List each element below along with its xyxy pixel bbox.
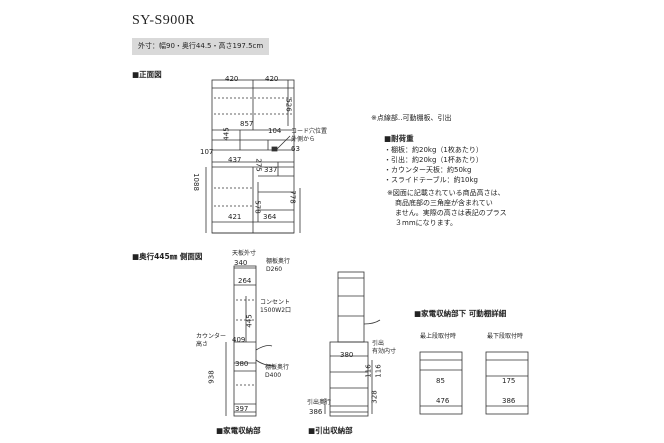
dim-104: 104 xyxy=(268,127,282,135)
dim-409: 409 xyxy=(232,336,246,344)
side-caption: ■家電収納部 xyxy=(216,426,261,435)
dim-437: 437 xyxy=(228,156,242,164)
dim-107: 107 xyxy=(200,148,214,156)
dim-side-445: 445 xyxy=(245,314,254,328)
dim-total-width: 857 xyxy=(240,120,254,128)
drawer-dim-116a: 116 xyxy=(364,364,373,378)
dimensions-bar: 外寸：幅90・奥行44.5・高さ197.5cm xyxy=(132,38,269,55)
counter-sub: 高さ xyxy=(196,341,209,348)
shelf-left-476: 476 xyxy=(436,397,450,405)
shelf-depth-value: D260 xyxy=(266,266,283,273)
shelf-right-175: 175 xyxy=(502,377,516,385)
shelf-left-label: 最上段取付時 xyxy=(420,333,457,340)
cord-label-line1: コード穴位置 xyxy=(291,128,328,135)
caution-line: 商品底部の三角座が含まれてい xyxy=(395,199,493,207)
dim-top-right: 420 xyxy=(265,75,279,83)
model-title: SY-S900R xyxy=(132,13,196,28)
load-item: ・引出：約20kg（1杯あたり） xyxy=(384,156,483,164)
caution-line: ません。実際の高さは表記のプラス xyxy=(395,209,507,217)
shelf-detail-heading: ■家電収納部下 可動棚詳細 xyxy=(414,309,507,318)
dim-top-height: 526 xyxy=(284,98,293,112)
counter-label: カウンター xyxy=(196,333,227,340)
top-ext-label: 天板外寸 xyxy=(232,250,257,257)
dim-778: 778 xyxy=(288,190,297,204)
dim-364: 364 xyxy=(263,213,277,221)
dim-421: 421 xyxy=(228,213,242,221)
dim-1088: 1088 xyxy=(191,173,200,191)
dim-445: 445 xyxy=(222,127,231,141)
dim-top-left: 420 xyxy=(225,75,239,83)
dim-578: 578 xyxy=(253,200,262,214)
lower-depth-value: D400 xyxy=(265,372,282,379)
outlet-label: コンセント xyxy=(260,299,291,306)
load-heading: ■耐荷重 xyxy=(384,134,414,143)
cord-label-line2: 外側から xyxy=(291,136,316,143)
shelf-depth-label: 棚板奥行 xyxy=(266,258,291,265)
dim-938: 938 xyxy=(207,370,216,384)
shelf-detail-left-outline xyxy=(419,351,463,415)
shelf-left-85: 85 xyxy=(436,377,445,385)
drawer-dim-116b: 116 xyxy=(374,364,383,378)
shelf-right-label: 最下段取付時 xyxy=(487,333,524,340)
drawer-inner-label: 引出 xyxy=(372,340,385,347)
caution-line: ３mmになります。 xyxy=(395,219,457,227)
dim-337: 337 xyxy=(264,166,278,174)
shelf-right-386: 386 xyxy=(502,397,516,405)
drawer-depth-value: 386 xyxy=(309,408,323,416)
side-cabinet-outline xyxy=(233,265,257,417)
load-item: ・カウンター天板：約50kg xyxy=(384,166,472,174)
cord-value: 63 xyxy=(291,145,300,153)
lower-depth-label: 棚板奥行 xyxy=(265,364,290,371)
front-view-heading: ■正面図 xyxy=(132,70,162,79)
shelf-detail-right-outline xyxy=(485,351,529,415)
caution-line: ※図面に記載されている商品高さは、 xyxy=(387,189,505,197)
side-view-heading: ■奥行445㎜ 側面図 xyxy=(132,252,203,261)
drawer-caption: ■引出収納部 xyxy=(308,426,353,435)
dim-264: 264 xyxy=(238,277,252,285)
load-item: ・スライドテーブル：約10kg xyxy=(384,176,478,184)
dim-380: 380 xyxy=(235,360,249,368)
dim-275: 275 xyxy=(254,158,263,172)
drawer-depth-label: 引出奥行 xyxy=(307,399,332,406)
dim-397: 397 xyxy=(235,405,249,413)
drawer-dim-380: 380 xyxy=(340,351,354,359)
drawer-dim-328: 328 xyxy=(370,390,379,404)
dashed-note: ※点線部‥可動棚板、引出 xyxy=(371,114,452,122)
load-item: ・棚板：約20kg（1枚あたり） xyxy=(384,146,483,154)
dim-340: 340 xyxy=(234,259,248,267)
outlet-value: 1500W2口 xyxy=(260,307,292,314)
drawer-inner-sub: 有効内寸 xyxy=(372,348,397,355)
